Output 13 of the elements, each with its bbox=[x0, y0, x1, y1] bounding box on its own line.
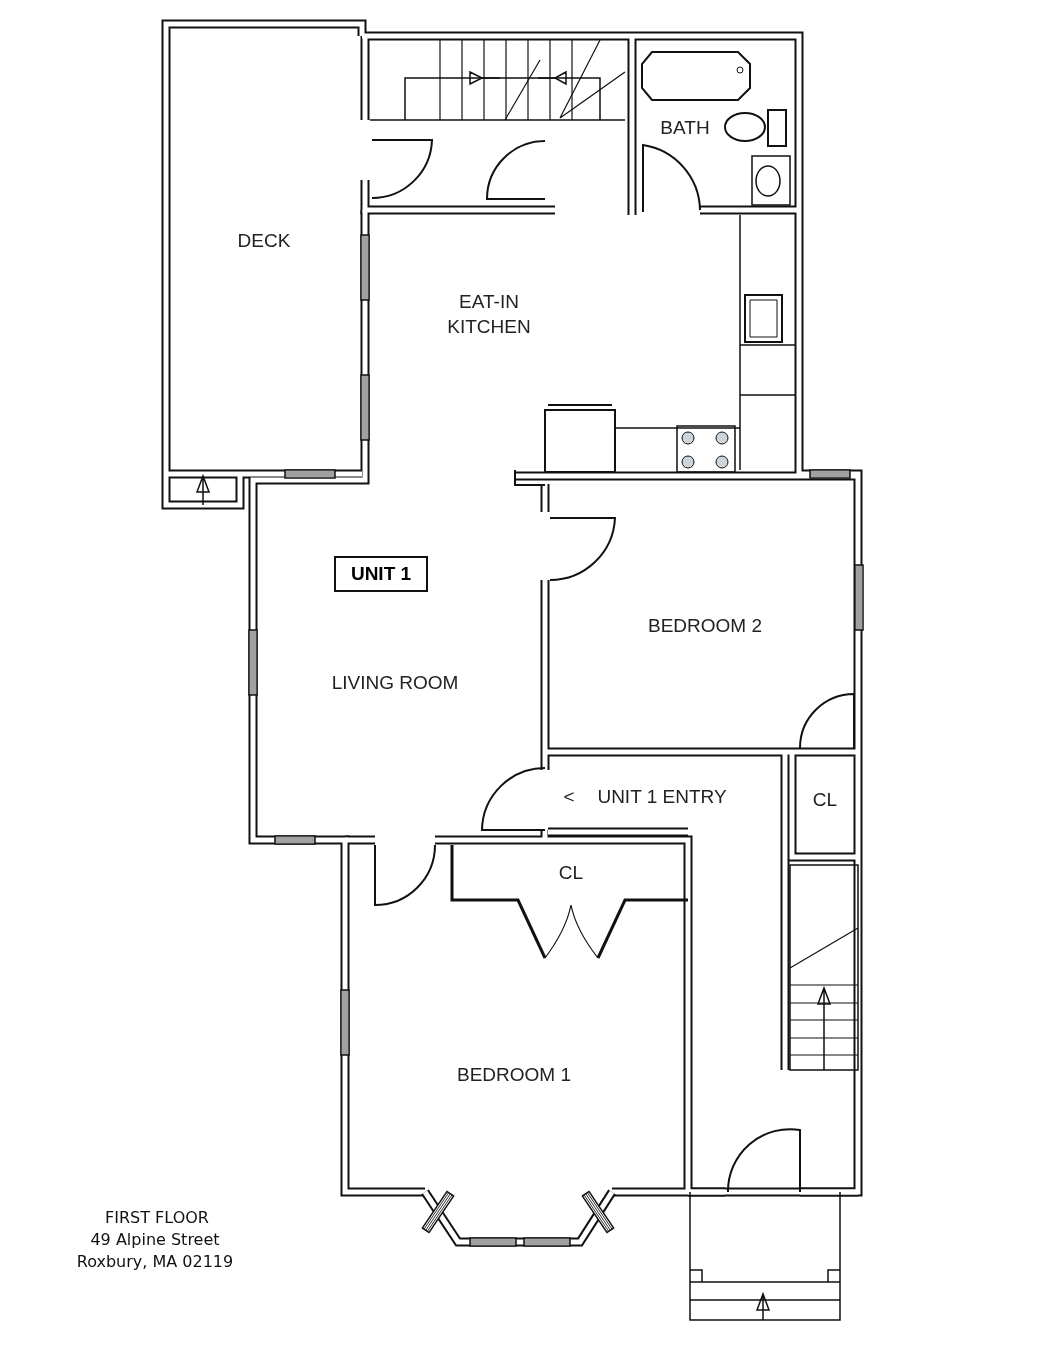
unit-label-box: UNIT 1 bbox=[334, 556, 428, 592]
floor-title: FIRST FLOOR bbox=[105, 1207, 209, 1229]
room-label: LIVING ROOM bbox=[331, 670, 459, 695]
room-label: UNIT 1 ENTRY bbox=[597, 784, 727, 809]
room-label: BEDROOM 2 bbox=[648, 613, 762, 638]
room-label: CL bbox=[812, 787, 838, 812]
room-label: DECK bbox=[237, 228, 291, 253]
room-label: < bbox=[563, 784, 575, 809]
room-label: BEDROOM 1 bbox=[457, 1062, 571, 1087]
room-label: CL bbox=[558, 860, 584, 885]
room-label: BATH bbox=[660, 115, 710, 140]
room-label: EAT-IN KITCHEN bbox=[446, 290, 532, 339]
address-caption: 49 Alpine Street Roxbury, MA 02119 bbox=[75, 1229, 235, 1273]
